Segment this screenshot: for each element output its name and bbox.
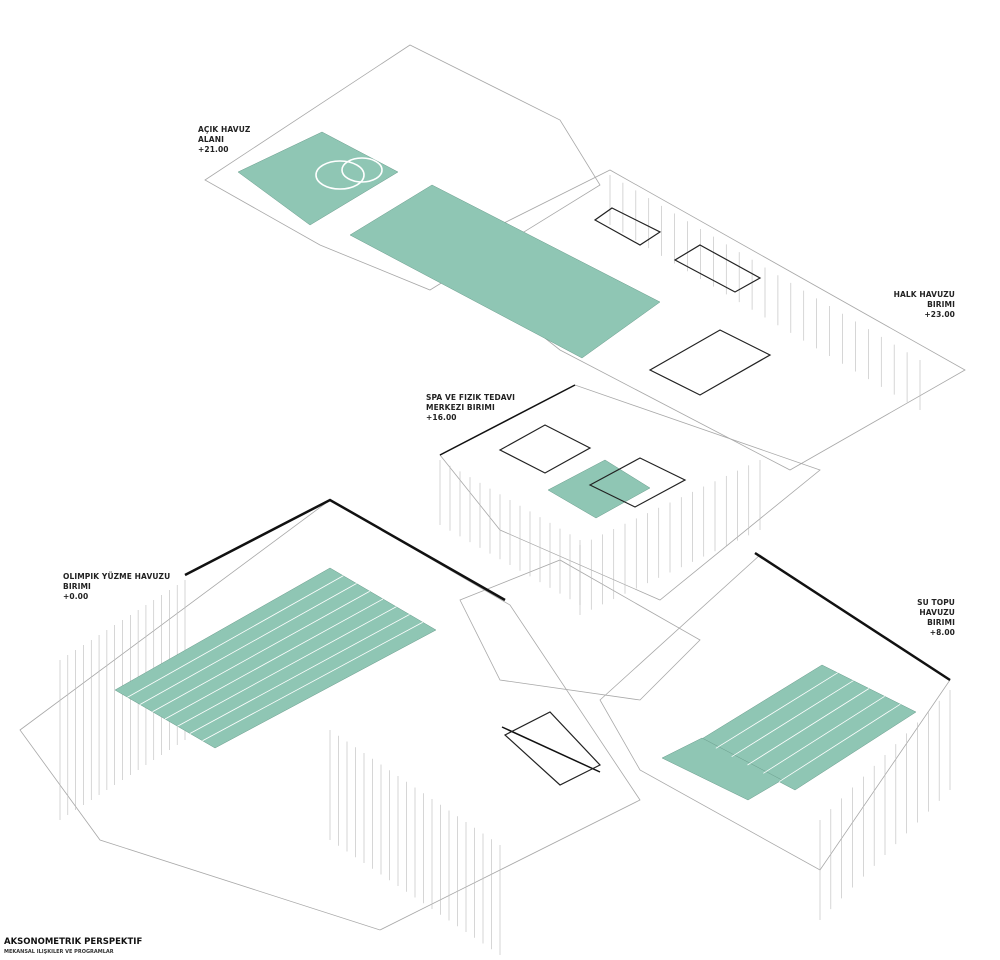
su-topu-roof-edge	[754, 551, 951, 682]
lane-line	[127, 575, 344, 698]
label-line: SU TOPU HAVUZU	[917, 598, 955, 617]
open-pool	[237, 131, 399, 226]
lane-line	[164, 598, 384, 720]
link-wall	[501, 726, 601, 773]
label-line: MERKEZI BIRIMI	[426, 403, 495, 412]
label-olimpik: OLIMPIK YÜZME HAVUZU BIRIMI +0.00	[63, 572, 170, 602]
lane-line	[747, 688, 870, 766]
drawing-title: AKSONOMETRIK PERSPEKTIF	[4, 937, 143, 947]
building-outlines	[19, 44, 966, 931]
halk-pool	[349, 184, 661, 359]
waterslide	[315, 157, 383, 190]
spa-roof-edge	[439, 384, 576, 456]
lane-line	[731, 680, 854, 758]
lane-line	[189, 614, 410, 734]
drawing-subtitle: MEKANSAL ILIŞKILER VE PROGRAMLAR	[4, 949, 114, 955]
label-acik-havuz: AÇIK HAVUZ ALANI +21.00	[198, 125, 250, 155]
lane-line	[152, 590, 370, 713]
central-link	[459, 559, 701, 701]
label-line: HALK HAVUZU	[893, 290, 955, 299]
lane-line	[778, 703, 901, 783]
room-partitions	[498, 207, 772, 786]
lane-line	[139, 583, 357, 705]
label-line: +8.00	[929, 628, 955, 637]
lane-line	[763, 695, 885, 774]
lane-line	[715, 672, 838, 749]
open-pool-terrace	[204, 44, 601, 291]
olimpik-floor	[19, 499, 641, 931]
lane-line	[202, 621, 423, 742]
label-line: BIRIMI	[927, 300, 955, 309]
label-line: BIRIMI	[927, 618, 955, 627]
pool-lanes	[127, 575, 901, 783]
pools	[114, 131, 917, 801]
label-halk-havuzu: HALK HAVUZU BIRIMI +23.00	[880, 290, 955, 320]
olimpik-roof-edge	[184, 498, 506, 602]
lane-line	[177, 606, 397, 727]
label-line: +16.00	[426, 413, 457, 422]
label-line: AÇIK HAVUZ	[198, 125, 251, 134]
label-line: ALANI	[198, 135, 224, 144]
label-spa: SPA VE FIZIK TEDAVI MERKEZI BIRIMI +16.0…	[426, 393, 515, 423]
label-line: OLIMPIK YÜZME HAVUZU	[63, 572, 171, 581]
label-su-topu: SU TOPU HAVUZU BIRIMI +8.00	[880, 598, 955, 638]
label-line: +21.00	[198, 145, 229, 154]
glass-facade-mullions	[59, 175, 951, 955]
label-line: +0.00	[63, 592, 89, 601]
solid-walls	[184, 384, 951, 773]
label-line: SPA VE FIZIK TEDAVI	[426, 393, 515, 402]
label-line: +23.00	[924, 310, 955, 319]
label-line: BIRIMI	[63, 582, 91, 591]
